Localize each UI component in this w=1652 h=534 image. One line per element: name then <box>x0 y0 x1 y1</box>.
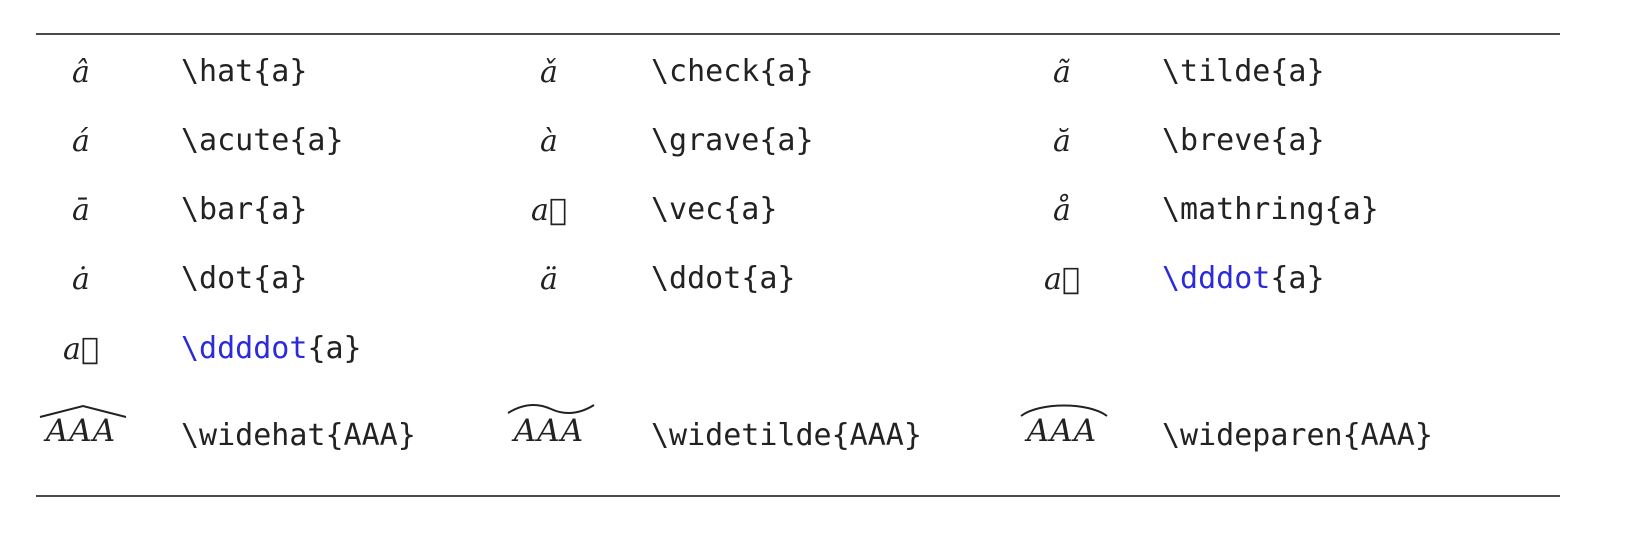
latex-command-bar: \bar{a} <box>181 192 308 227</box>
latex-command-vec: \vec{a} <box>651 192 778 227</box>
widehat-accent-mark <box>39 404 127 418</box>
latex-command-breve: \breve{a} <box>1162 123 1325 158</box>
accent-symbol-widehat: AAA <box>45 413 117 449</box>
accent-symbol-hat: â <box>72 55 90 90</box>
latex-command-dddot: \dddot{a} <box>1162 261 1325 296</box>
latex-command-dot: \dot{a} <box>181 261 308 296</box>
accent-symbol-grave: à <box>540 124 558 159</box>
accent-symbol-bar: ā <box>72 193 90 228</box>
latex-command-ddddot: \ddddot{a} <box>181 331 362 366</box>
latex-command-ddot: \ddot{a} <box>651 261 796 296</box>
latex-command-check: \check{a} <box>651 54 814 89</box>
latex-command-wideparen: \wideparen{AAA} <box>1162 418 1433 453</box>
latex-command-widehat: \widehat{AAA} <box>181 418 416 453</box>
accent-symbol-breve: ă <box>1053 124 1071 159</box>
accent-symbol-widetilde: AAA <box>513 413 585 449</box>
accent-symbol-check: ǎ <box>540 55 558 90</box>
latex-command-grave: \grave{a} <box>651 123 814 158</box>
accent-symbol-dot: ȧ <box>72 262 90 297</box>
top-rule <box>36 33 1560 35</box>
wideparen-accent-mark <box>1020 404 1108 417</box>
accent-symbol-ddot: ä <box>540 262 558 297</box>
latex-command-mathring: \mathring{a} <box>1162 192 1379 227</box>
latex-command-widetilde: \widetilde{AAA} <box>651 418 922 453</box>
accent-symbol-wideparen: AAA <box>1026 413 1098 449</box>
accent-symbol-vec: a⃗ <box>531 193 567 228</box>
accent-symbol-mathring: å <box>1053 193 1071 228</box>
accent-symbol-dddot: a⃛ <box>1044 262 1080 297</box>
accent-reference-table: â \hat{a} ǎ \check{a} ã \tilde{a} á \acu… <box>36 33 1560 497</box>
latex-command-acute: \acute{a} <box>181 123 344 158</box>
latex-command-tilde: \tilde{a} <box>1162 54 1325 89</box>
widetilde-accent-mark <box>507 403 595 415</box>
accent-symbol-tilde: ã <box>1053 55 1071 90</box>
accent-symbol-ddddot: a⃜ <box>63 332 99 367</box>
accent-symbol-acute: á <box>72 124 90 159</box>
latex-command-hat: \hat{a} <box>181 54 308 89</box>
bottom-rule <box>36 495 1560 497</box>
